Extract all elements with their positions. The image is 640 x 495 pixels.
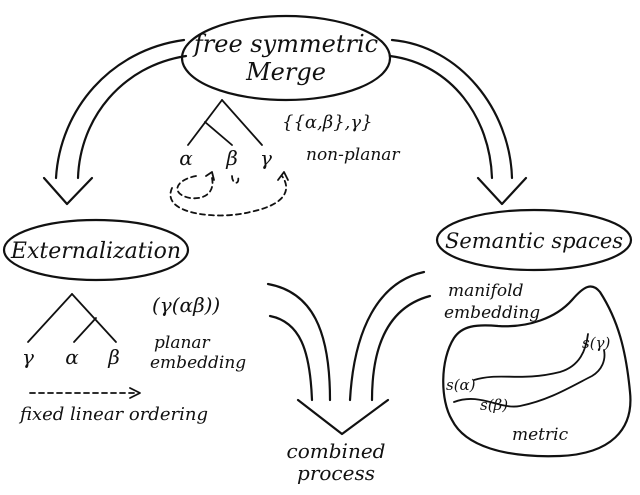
ext-leaf-gamma: γ xyxy=(22,345,34,369)
arrow-merge-to-externalization xyxy=(42,38,188,206)
externalization-node-ellipse xyxy=(2,218,190,282)
point-s-gamma: s(γ) xyxy=(582,334,611,352)
fixed-linear-ordering: fixed linear ordering xyxy=(18,404,208,425)
arrow-merge-to-semantic xyxy=(388,38,528,206)
semantic-node-ellipse xyxy=(435,208,633,272)
merge-leaf-gamma: γ xyxy=(260,146,272,170)
swap-arcs xyxy=(169,171,289,217)
merge-leaf-beta: β xyxy=(225,146,238,170)
merge-tree-caption: non-planar xyxy=(306,145,400,165)
merge-set-notation: {{α,β},γ} xyxy=(282,112,373,133)
point-s-beta: s(β) xyxy=(480,396,508,414)
externalization-node-label: Externalization xyxy=(10,239,181,264)
arrow-to-combined xyxy=(266,270,432,436)
merge-node-ellipse xyxy=(180,14,392,102)
ext-caption-line2: embedding xyxy=(150,353,246,373)
ordering-arrow xyxy=(29,387,141,399)
combined-label-line2: process xyxy=(297,461,375,485)
ext-caption-line1: planar xyxy=(154,333,211,353)
semantic-caption-line2: embedding xyxy=(444,303,540,323)
metric-label: metric xyxy=(512,425,569,445)
externalization-tree xyxy=(27,293,117,343)
manifold-surface xyxy=(442,285,632,458)
ext-leaf-alpha: α xyxy=(65,345,79,369)
semantic-caption-line1: manifold xyxy=(448,281,524,301)
point-s-alpha: s(α) xyxy=(446,376,476,394)
ext-leaf-beta: β xyxy=(107,345,120,369)
merge-node-label-line2: Merge xyxy=(245,58,326,86)
merge-node-label-line1: free symmetric xyxy=(192,30,378,58)
merge-leaf-alpha: α xyxy=(179,146,193,170)
combined-label-line1: combined xyxy=(287,439,386,463)
merge-tree xyxy=(187,99,263,146)
semantic-node-label: Semantic spaces xyxy=(445,229,623,253)
externalization-formula: (γ(αβ)) xyxy=(152,293,220,317)
